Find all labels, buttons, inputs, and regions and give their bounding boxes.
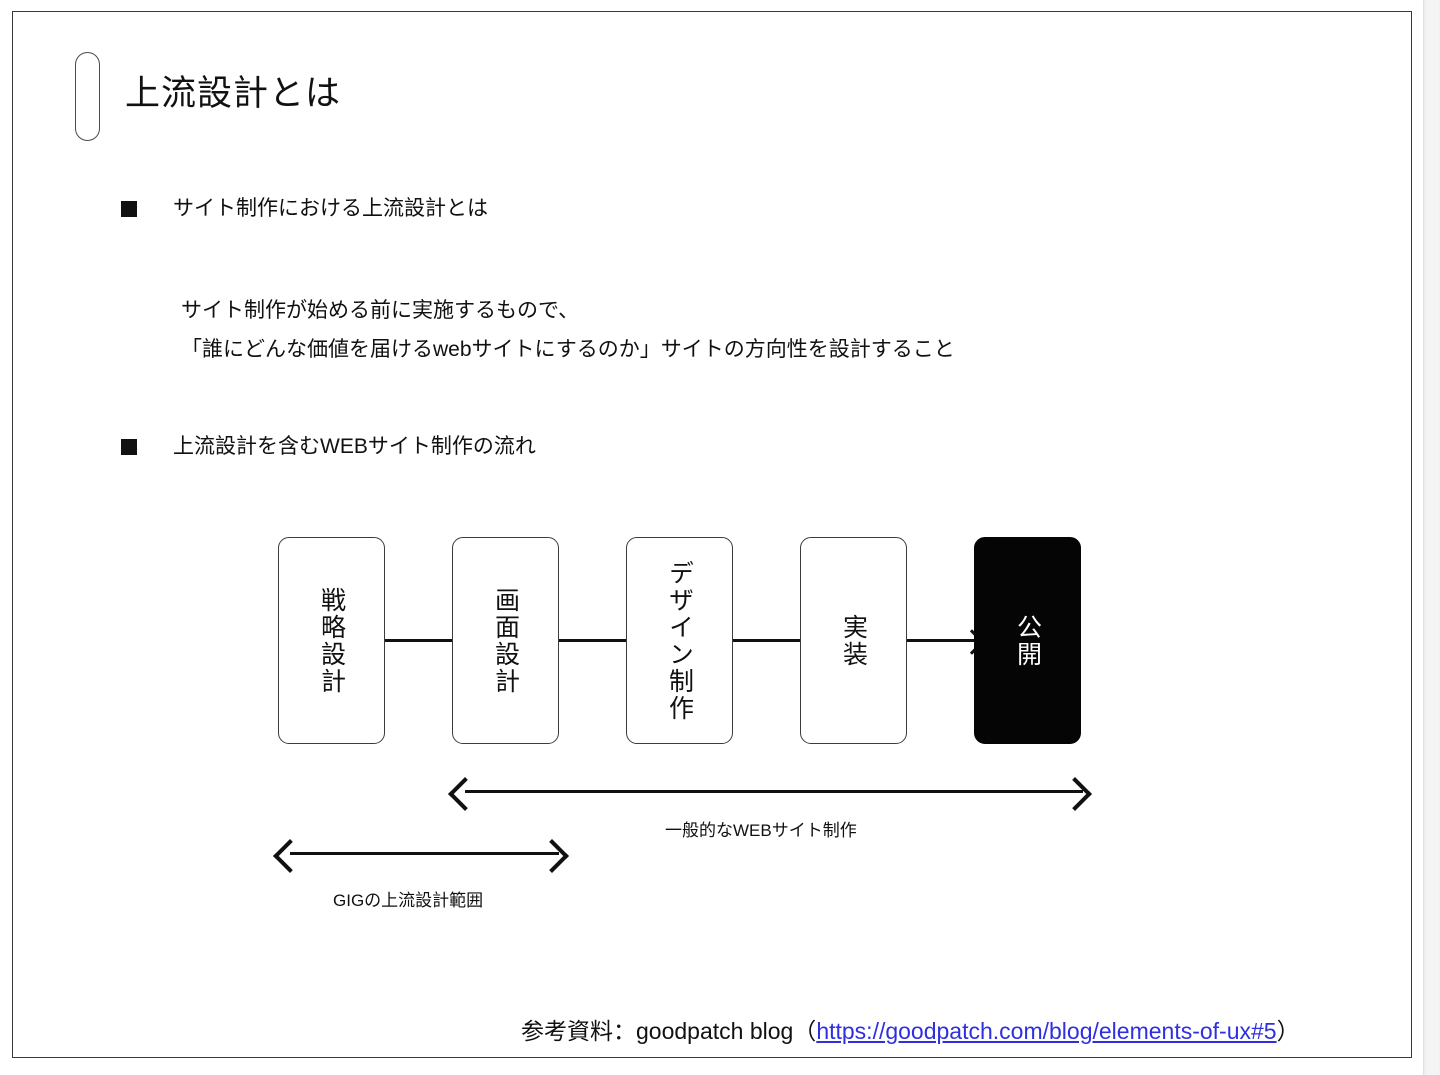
page-scrollbar-thumb[interactable] [1426,0,1439,1075]
bullet-item-2: 上流設計を含むWEBサイト制作の流れ [121,432,536,461]
measure-arrow-head-left-icon [448,777,482,811]
flow-step-1[interactable]: 戦略設計 [278,537,385,744]
citation-url-link[interactable]: https://goodpatch.com/blog/elements-of-u… [816,1018,1277,1044]
flow-step-5-label: 公開 [1013,613,1042,668]
measure-arrow-head-right-icon [535,839,569,873]
measure-arrow-general-production [465,790,1083,793]
slide-canvas: 上流設計とは サイト制作における上流設計とは サイト制作が始める前に実施するもの… [12,11,1412,1058]
flow-step-4[interactable]: 実装 [800,537,907,744]
connector-4-5 [907,639,979,642]
flow-step-3[interactable]: デザイン制作 [626,537,733,744]
definition-paragraph-line-2: 「誰にどんな価値を届けるwebサイトにするのか」サイトの方向性を設計すること [181,337,955,361]
source-citation: 参考資料：goodpatch blog（https://goodpatch.co… [521,1012,1300,1046]
bullet-item-1-label: サイト制作における上流設計とは [173,197,488,220]
bullet-item-1: サイト制作における上流設計とは [121,194,488,223]
bullet-item-2-label: 上流設計を含むWEBサイト制作の流れ [173,435,536,458]
flow-step-1-label: 戦略設計 [317,586,346,695]
measure-arrow-head-left-icon [273,839,307,873]
measure-arrow-head-right-icon [1058,777,1092,811]
square-bullet-icon [121,439,137,455]
page-scrollbar[interactable] [1423,0,1440,1075]
measure-arrow-gig-scope [290,852,559,855]
flow-step-2-label: 画面設計 [491,586,520,695]
flow-step-4-label: 実装 [839,613,868,668]
flow-step-3-label: デザイン制作 [665,559,694,722]
page-title: 上流設計とは [125,74,342,113]
flow-step-5[interactable]: 公開 [974,537,1081,744]
definition-paragraph: サイト制作が始める前に実施するもので、 「誰にどんな価値を届けるwebサイトにす… [181,292,955,370]
title-accent-pill-icon [75,52,100,141]
measure-label-gig-scope: GIGの上流設計範囲 [333,891,484,910]
citation-suffix: ） [1276,1018,1300,1044]
measure-label-general-production: 一般的なWEBサイト制作 [665,821,857,840]
square-bullet-icon [121,201,137,217]
citation-prefix: 参考資料：goodpatch blog（ [521,1018,817,1044]
flow-step-2[interactable]: 画面設計 [452,537,559,744]
process-flow-diagram: 戦略設計 画面設計 デザイン制作 実装 公開 一般的なWEBサイト制作 GIGの… [13,12,1411,1057]
definition-paragraph-line-1: サイト制作が始める前に実施するもので、 [181,299,580,322]
